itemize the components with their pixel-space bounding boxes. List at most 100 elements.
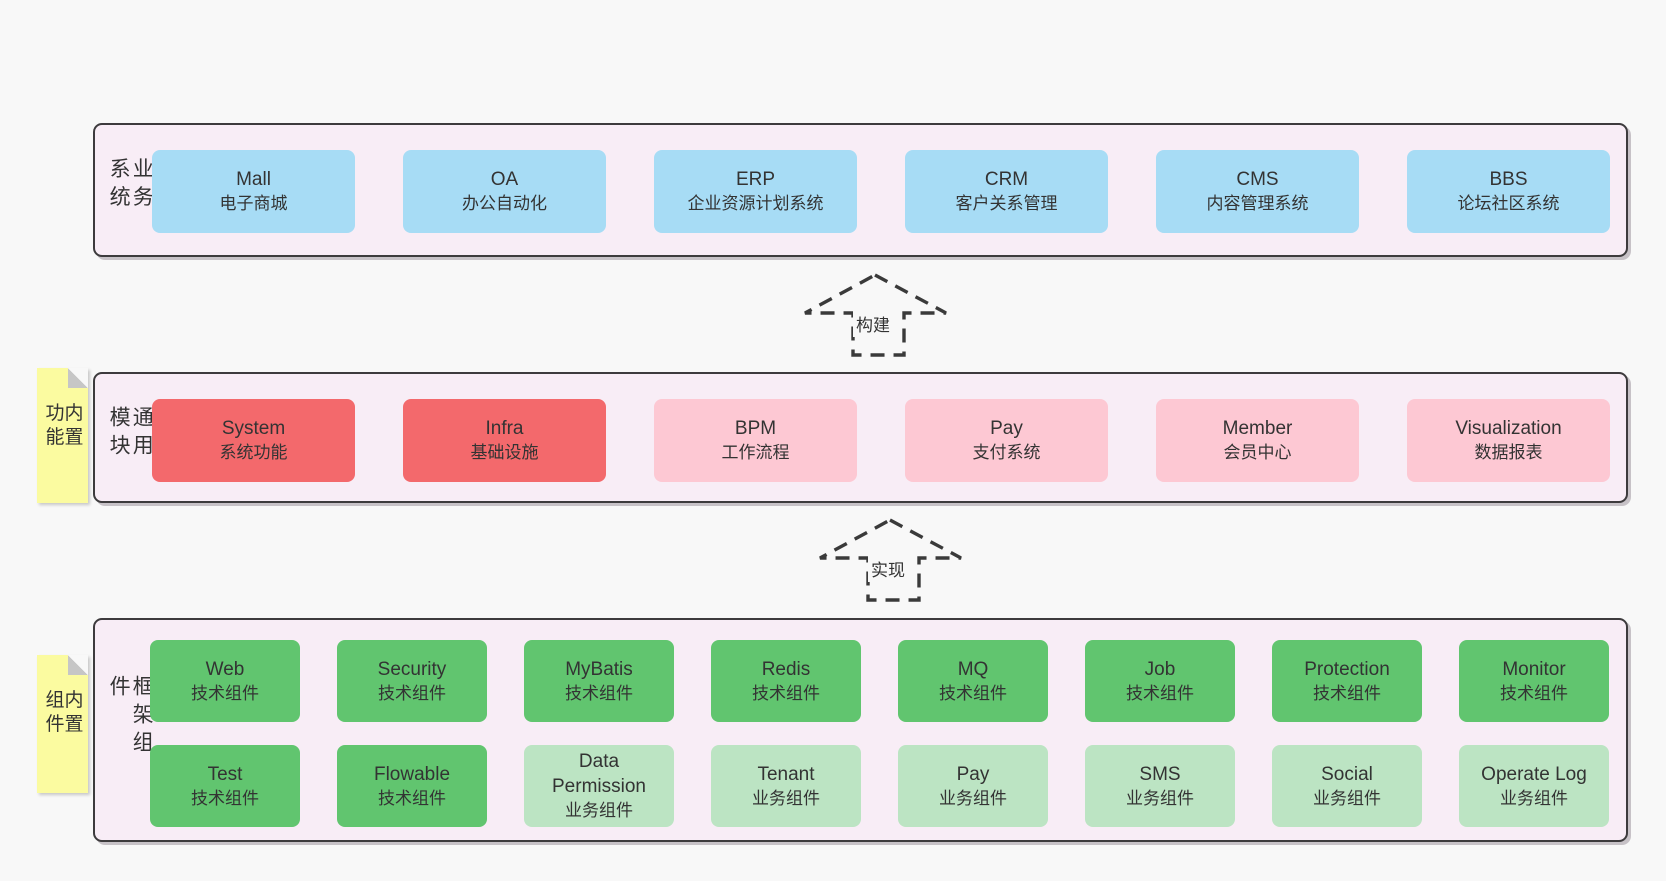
node-title: Social bbox=[1321, 763, 1373, 785]
node-title: Redis bbox=[761, 658, 811, 680]
node-title: Tenant bbox=[757, 763, 815, 785]
node-sms: SMS 业务组件 bbox=[1085, 745, 1235, 827]
node-redis: Redis 技术组件 bbox=[711, 640, 861, 722]
node-subtitle: 内容管理系统 bbox=[1206, 194, 1309, 213]
arrow-implement-label: 实现 bbox=[868, 555, 908, 582]
node-subtitle: 技术组件 bbox=[939, 683, 1007, 703]
node-mall: Mall 电子商城 bbox=[152, 150, 355, 233]
node-bpm: BPM 工作流程 bbox=[654, 399, 857, 482]
node-cms: CMS 内容管理系统 bbox=[1156, 150, 1359, 233]
node-title: Monitor bbox=[1502, 658, 1566, 680]
node-subtitle: 客户关系管理 bbox=[955, 194, 1058, 213]
node-subtitle: 业务组件 bbox=[565, 801, 633, 820]
node-visualization: Visualization 数据报表 bbox=[1407, 399, 1610, 482]
node-title: Test bbox=[207, 763, 243, 785]
sticky-label: 内置组件 bbox=[42, 689, 83, 738]
node-title: Data Permission bbox=[552, 751, 646, 797]
node-subtitle: 工作流程 bbox=[721, 443, 790, 462]
panel-components-side-label: 框架组件 bbox=[107, 675, 154, 759]
node-tenant: Tenant 业务组件 bbox=[711, 745, 861, 827]
node-member: Member 会员中心 bbox=[1156, 399, 1359, 482]
node-subtitle: 电子商城 bbox=[219, 194, 288, 213]
node-subtitle: 论坛社区系统 bbox=[1457, 194, 1560, 213]
dashed-up-arrow-icon bbox=[804, 273, 947, 357]
node-title: Infra bbox=[485, 418, 524, 439]
node-title: Visualization bbox=[1455, 418, 1562, 439]
node-title: Security bbox=[377, 658, 447, 680]
node-crm: CRM 客户关系管理 bbox=[905, 150, 1108, 233]
components-box-row-2: Test 技术组件 Flowable 技术组件 Data Permission … bbox=[150, 745, 1609, 827]
node-subtitle: 数据报表 bbox=[1474, 443, 1543, 462]
node-title: SMS bbox=[1139, 763, 1181, 785]
panel-business-side-label: 业务系统 bbox=[107, 157, 154, 214]
node-title: MyBatis bbox=[565, 658, 633, 680]
node-data-permission: Data Permission 业务组件 bbox=[524, 745, 674, 827]
node-subtitle: 业务组件 bbox=[1126, 788, 1194, 808]
node-mybatis: MyBatis 技术组件 bbox=[524, 640, 674, 722]
business-box-row: Mall 电子商城 OA 办公自动化 ERP 企业资源计划系统 CRM 客户关系… bbox=[152, 150, 1610, 233]
node-title: OA bbox=[490, 169, 519, 190]
node-erp: ERP 企业资源计划系统 bbox=[654, 150, 857, 233]
node-title: Mall bbox=[236, 169, 271, 190]
node-title: Operate Log bbox=[1481, 763, 1587, 785]
node-title: Pay bbox=[990, 418, 1023, 439]
sticky-label: 内置功能 bbox=[42, 401, 83, 450]
dashed-up-arrow-icon bbox=[819, 518, 962, 602]
node-oa: OA 办公自动化 bbox=[403, 150, 606, 233]
node-pay-component: Pay 业务组件 bbox=[898, 745, 1048, 827]
node-subtitle: 技术组件 bbox=[1313, 683, 1381, 703]
node-subtitle: 技术组件 bbox=[1126, 683, 1194, 703]
node-title: Member bbox=[1222, 418, 1293, 439]
arrow-build-label: 构建 bbox=[853, 310, 893, 337]
node-subtitle: 技术组件 bbox=[752, 683, 820, 703]
node-subtitle: 业务组件 bbox=[1313, 788, 1381, 808]
node-title: Flowable bbox=[373, 763, 451, 785]
node-job: Job 技术组件 bbox=[1085, 640, 1235, 722]
panel-framework-components: 框架组件 Web 技术组件 Security 技术组件 MyBatis 技术组件… bbox=[93, 618, 1628, 842]
sticky-note-built-in-components: 内置组件 bbox=[37, 655, 88, 793]
node-flowable: Flowable 技术组件 bbox=[337, 745, 487, 827]
node-subtitle: 企业资源计划系统 bbox=[687, 194, 824, 213]
sticky-fold-corner-icon bbox=[68, 655, 88, 675]
sticky-note-built-in-features: 内置功能 bbox=[37, 368, 88, 503]
node-test: Test 技术组件 bbox=[150, 745, 300, 827]
node-title: BPM bbox=[734, 418, 777, 439]
sticky-fold-corner-icon bbox=[68, 368, 88, 388]
node-protection: Protection 技术组件 bbox=[1272, 640, 1422, 722]
node-bbs: BBS 论坛社区系统 bbox=[1407, 150, 1610, 233]
node-security: Security 技术组件 bbox=[337, 640, 487, 722]
node-mq: MQ 技术组件 bbox=[898, 640, 1048, 722]
node-web: Web 技术组件 bbox=[150, 640, 300, 722]
node-monitor: Monitor 技术组件 bbox=[1459, 640, 1609, 722]
node-infra: Infra 基础设施 bbox=[403, 399, 606, 482]
node-title: BBS bbox=[1489, 169, 1528, 190]
node-title: CRM bbox=[984, 169, 1029, 190]
node-subtitle: 技术组件 bbox=[191, 683, 259, 703]
node-title: CMS bbox=[1236, 169, 1279, 190]
panel-business-systems: 业务系统 Mall 电子商城 OA 办公自动化 ERP 企业资源计划系统 CRM… bbox=[93, 123, 1628, 257]
node-title: System bbox=[221, 418, 286, 439]
node-subtitle: 业务组件 bbox=[752, 788, 820, 808]
modules-box-row: System 系统功能 Infra 基础设施 BPM 工作流程 Pay 支付系统… bbox=[152, 399, 1610, 482]
node-pay-module: Pay 支付系统 bbox=[905, 399, 1108, 482]
node-title: Pay bbox=[956, 763, 990, 785]
node-subtitle: 基础设施 bbox=[470, 443, 539, 462]
node-subtitle: 办公自动化 bbox=[462, 194, 547, 213]
panel-common-modules: 通用模块 System 系统功能 Infra 基础设施 BPM 工作流程 Pay… bbox=[93, 372, 1628, 503]
node-system: System 系统功能 bbox=[152, 399, 355, 482]
node-title: Web bbox=[205, 658, 245, 680]
node-title: Job bbox=[1144, 658, 1176, 680]
node-subtitle: 业务组件 bbox=[939, 788, 1007, 808]
node-title: Protection bbox=[1304, 658, 1390, 680]
node-subtitle: 技术组件 bbox=[191, 788, 259, 808]
node-social: Social 业务组件 bbox=[1272, 745, 1422, 827]
node-subtitle: 系统功能 bbox=[219, 443, 288, 462]
node-subtitle: 支付系统 bbox=[972, 443, 1041, 462]
node-subtitle: 技术组件 bbox=[378, 683, 446, 703]
node-subtitle: 技术组件 bbox=[378, 788, 446, 808]
panel-modules-side-label: 通用模块 bbox=[107, 405, 154, 462]
node-subtitle: 技术组件 bbox=[1500, 683, 1568, 703]
node-title: MQ bbox=[957, 658, 989, 680]
components-box-row-1: Web 技术组件 Security 技术组件 MyBatis 技术组件 Redi… bbox=[150, 640, 1609, 722]
